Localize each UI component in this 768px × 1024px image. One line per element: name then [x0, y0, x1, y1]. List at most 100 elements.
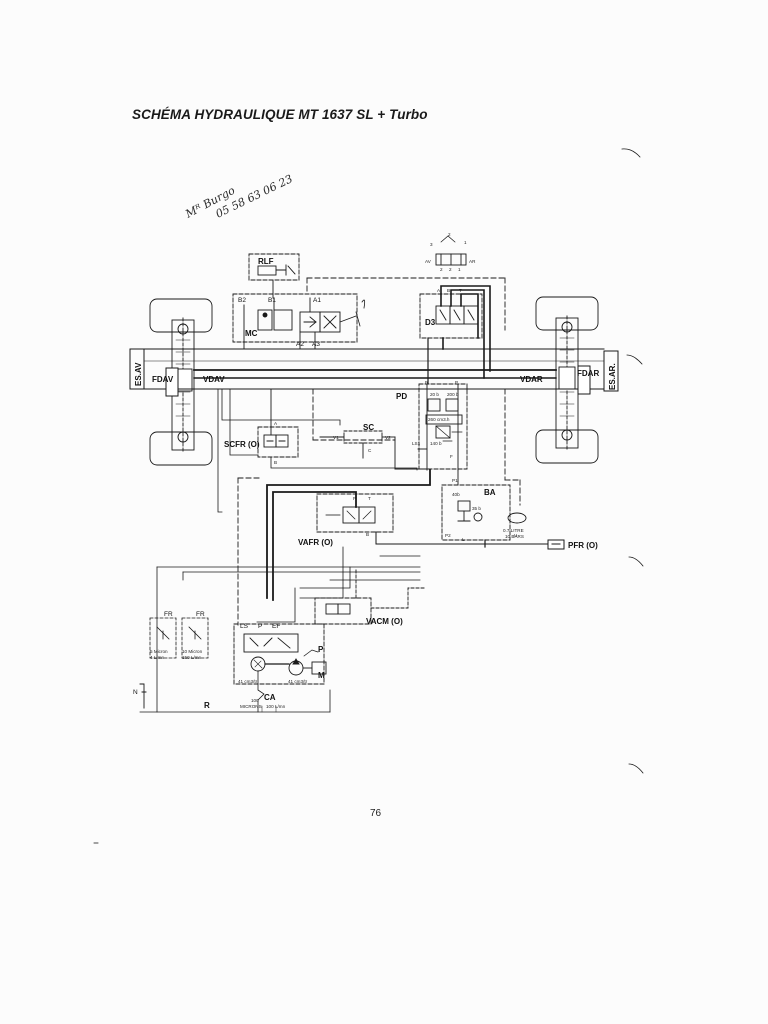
rlf-label: RLF: [258, 257, 274, 266]
pump-p-label: P: [258, 623, 262, 630]
svg-text:150 L/mn: 150 L/mn: [182, 655, 202, 660]
svg-text:P2: P2: [445, 533, 451, 538]
return-lines: [139, 546, 421, 713]
svg-text:41 cm3/tr: 41 cm3/tr: [238, 679, 258, 684]
svg-text:V1: V1: [333, 435, 339, 440]
svg-text:10 BARS: 10 BARS: [505, 534, 524, 539]
mc-a3-label: A3: [312, 341, 320, 348]
svg-text:B: B: [366, 532, 369, 537]
svg-text:AV: AV: [425, 259, 432, 264]
svg-text:40b: 40b: [452, 492, 460, 497]
rlf-valve: RLF: [248, 253, 300, 299]
supply-lines: [217, 388, 418, 513]
svg-text:0.7 LITRE: 0.7 LITRE: [503, 528, 524, 533]
svg-text:MICRONS: MICRONS: [240, 704, 262, 709]
svg-text:2: 2: [449, 267, 452, 272]
svg-text:C: C: [368, 448, 372, 453]
page-title: SCHÉMA HYDRAULIQUE MT 1637 SL + Turbo: [132, 107, 428, 122]
svg-text:P: P: [455, 380, 458, 385]
svg-text:U: U: [514, 533, 517, 538]
svg-text:200 b: 200 b: [447, 392, 459, 397]
n-label: N: [133, 689, 138, 696]
pump-group: LS P EF M CA P 41 cm3/tr 41 cm3/tr 100: [233, 623, 327, 713]
page-number: 76: [370, 808, 382, 819]
pd-block: PD R P 20 b 200 b 260 cm3.h 140 b F: [396, 380, 468, 471]
svg-text:2: 2: [448, 232, 451, 237]
ls-label: LS: [240, 623, 249, 630]
ef-label: EF: [272, 623, 280, 630]
svg-text:AR: AR: [469, 259, 476, 264]
pressure-p-label: P: [318, 645, 324, 654]
d3-label: D3: [425, 318, 436, 327]
mc-b2-label: B2: [238, 297, 246, 304]
svg-text:10 Micron: 10 Micron: [182, 649, 203, 654]
svg-text:L: L: [462, 537, 465, 542]
misc-stubs: [329, 555, 421, 581]
mc-a1-label: A1: [313, 297, 321, 304]
svg-text:5 Micron: 5 Micron: [150, 649, 168, 654]
svg-text:LS1: LS1: [412, 441, 421, 446]
svg-text:B: B: [274, 460, 277, 465]
es-av-box: ES.AV: [129, 348, 145, 390]
fr-left-label: FR: [164, 611, 173, 618]
steering-selector: 3 2 1 AV AR 2 2 1: [425, 232, 476, 272]
mc-label: MC: [245, 329, 258, 338]
rear-wheel-top: [535, 296, 599, 331]
vdav-label: VDAV: [203, 375, 225, 384]
svg-text:20 b: 20 b: [430, 392, 439, 397]
front-wheel-top: [149, 298, 213, 333]
svg-text:35 b: 35 b: [472, 506, 481, 511]
axle-lines: [143, 348, 605, 397]
ca-label: CA: [264, 693, 276, 702]
motor-m-label: M: [318, 671, 325, 680]
sc-label: SC: [363, 423, 374, 432]
ba-block: BA P1 40b 35 b P2 U L 0.7 LITRE 10 BARS: [441, 469, 527, 542]
vacm-valve: VACM (O): [314, 569, 426, 626]
svg-text:A: A: [274, 421, 278, 426]
svg-text:A: A: [437, 288, 441, 293]
svg-text:41 cm3/tr: 41 cm3/tr: [288, 679, 308, 684]
scan-marks: [93, 148, 644, 844]
vacm-label: VACM (O): [366, 617, 403, 626]
svg-text:T: T: [368, 496, 371, 501]
svg-text:V2: V2: [385, 435, 391, 440]
svg-text:P: P: [353, 496, 356, 501]
dashed-drain: [237, 477, 261, 626]
svg-text:100: 100: [251, 698, 259, 703]
vdar-label: VDAR: [520, 375, 543, 384]
es-ar-label: ES.AR.: [608, 363, 617, 390]
svg-text:1: 1: [464, 240, 467, 245]
pfr-line: PFR (O): [375, 531, 598, 550]
svg-text:B: B: [447, 288, 450, 293]
fdar-label: FDAR: [577, 369, 599, 378]
svg-text:140 b: 140 b: [430, 441, 442, 446]
mc-valve: B2 B1 A1 A2 A3 MC: [232, 293, 366, 350]
es-ar-box: ES.AR.: [603, 350, 619, 392]
svg-text:P1: P1: [452, 478, 458, 483]
pressure-lines: [266, 469, 431, 601]
vafr-label: VAFR (O): [298, 538, 333, 547]
d3-lines: [427, 285, 491, 384]
ba-label: BA: [484, 488, 496, 497]
svg-text:4 L/mn: 4 L/mn: [150, 655, 164, 660]
front-axle-left: [149, 298, 213, 466]
fr-filters: FR FR 5 Micron 4 L/mn 10 Micron 150 L/mn: [149, 611, 209, 660]
handwritten-note: Mᴿ Burgo 05 58 63 06 23: [182, 172, 294, 221]
fdav-label: FDAV: [152, 375, 174, 384]
svg-text:2: 2: [440, 267, 443, 272]
pfr-label: PFR (O): [568, 541, 598, 550]
fr-right-label: FR: [196, 611, 205, 618]
svg-text:3: 3: [430, 242, 433, 247]
scfr-label: SCFR (O): [224, 440, 260, 449]
sc-valve: SC V1 V2 C LS1: [319, 423, 428, 470]
svg-text:1: 1: [458, 267, 461, 272]
front-wheel-bottom: [149, 431, 213, 466]
level-indicator: N R: [133, 683, 210, 710]
svg-text:F: F: [450, 454, 453, 459]
svg-text:260 cm3.h: 260 cm3.h: [428, 417, 450, 422]
svg-text:R: R: [425, 380, 429, 385]
vafr-valve: VAFR (O) P T B: [298, 493, 394, 547]
pilot-lines: [306, 277, 521, 506]
